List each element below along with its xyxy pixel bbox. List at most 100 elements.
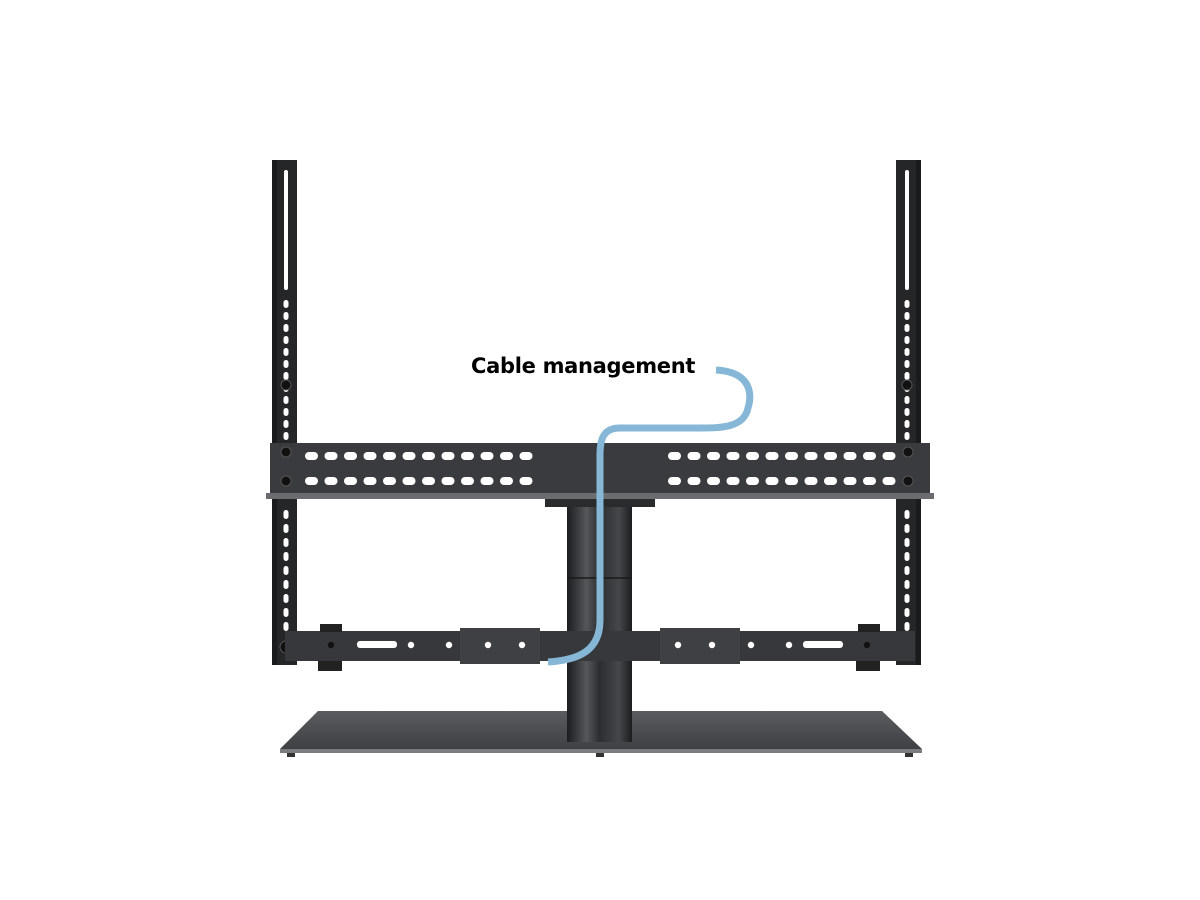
mounting-hole (422, 477, 435, 485)
lower-bar-hole (674, 641, 682, 649)
mounting-hole (402, 452, 416, 460)
base-plate (280, 711, 922, 757)
mounting-hole (324, 477, 338, 485)
mounting-hole (726, 452, 740, 460)
mounting-hole (344, 452, 357, 460)
upright-hole (283, 608, 289, 617)
cable-management-label: Cable management (471, 354, 696, 378)
upright-hole (904, 566, 910, 575)
bolt (901, 379, 913, 391)
mounting-hole (461, 477, 474, 485)
upright-hole (904, 552, 910, 561)
mounting-hole (402, 477, 416, 485)
upright-hole (283, 336, 289, 344)
mounting-hole (804, 477, 818, 485)
upright-hole (904, 432, 910, 440)
lower-bar-hole (327, 641, 335, 649)
lower-bar-hole (747, 641, 755, 649)
upright-hole (904, 608, 910, 617)
upright-hole (904, 408, 910, 416)
mounting-hole (687, 452, 701, 460)
upright-hole (283, 510, 289, 519)
upright-hole (904, 594, 910, 603)
mounting-hole (843, 452, 857, 460)
mounting-hole (480, 452, 494, 460)
mounting-hole (863, 452, 876, 460)
upright-hole (283, 348, 289, 356)
mounting-hole (804, 452, 818, 460)
lower-bar-hole (484, 641, 492, 649)
upright-hole (904, 510, 910, 519)
mounting-hole (344, 477, 357, 485)
bolt (902, 446, 914, 458)
mounting-hole (785, 452, 798, 460)
mounting-hole (746, 452, 759, 460)
mounting-hole (882, 477, 896, 485)
mounting-hole (668, 452, 681, 460)
upright-slot (284, 170, 288, 290)
mounting-hole (707, 452, 720, 460)
upright-hole (904, 372, 910, 380)
mounting-hole (500, 477, 513, 485)
mounting-hole (824, 477, 837, 485)
upright-hole (283, 538, 289, 547)
upright-hole (904, 360, 910, 368)
lower-bar-hole (518, 641, 526, 649)
upright-hole (904, 336, 910, 344)
right-upright (896, 160, 921, 665)
upright-hole (904, 420, 910, 428)
upright-hole (283, 524, 289, 533)
upright-hole (283, 580, 289, 589)
mounting-hole (863, 477, 876, 485)
mounting-hole (785, 477, 798, 485)
upright-hole (904, 312, 910, 320)
upright-hole (283, 372, 289, 380)
bolt (280, 379, 292, 391)
mounting-hole (305, 452, 318, 460)
mounting-hole (519, 477, 533, 485)
upright-hole (904, 348, 910, 356)
lower-bar-hole (708, 641, 716, 649)
mounting-hole (707, 477, 720, 485)
upright-slot (905, 170, 909, 290)
upright-hole (904, 580, 910, 589)
mounting-hole (765, 452, 779, 460)
upright-hole (283, 594, 289, 603)
mounting-hole (383, 477, 396, 485)
mounting-hole (422, 452, 435, 460)
upright-hole (283, 566, 289, 575)
upright-hole (283, 622, 289, 631)
upright-hole (904, 538, 910, 547)
upright-hole (283, 552, 289, 561)
upright-hole (283, 396, 289, 404)
lower-bar-hole (407, 641, 415, 649)
mounting-hole (746, 477, 759, 485)
upright-hole (283, 408, 289, 416)
upright-hole (283, 360, 289, 368)
mounting-hole (363, 452, 377, 460)
bolt (280, 446, 292, 458)
mounting-hole (687, 477, 701, 485)
mounting-hole (882, 452, 896, 460)
upright-hole (904, 622, 910, 631)
mounting-hole (441, 477, 455, 485)
upright-hole (283, 312, 289, 320)
lower-bar-hole (445, 641, 453, 649)
lower-bar-hole (863, 641, 871, 649)
upright-hole (904, 396, 910, 404)
upright-hole (283, 420, 289, 428)
mounting-hole (480, 477, 494, 485)
mounting-hole (500, 452, 513, 460)
mounting-hole (363, 477, 377, 485)
cable-path (547, 366, 754, 666)
mounting-hole (765, 477, 779, 485)
lower-bar-hole (785, 641, 793, 649)
mounting-hole (383, 452, 396, 460)
upright-hole (283, 432, 289, 440)
mounting-hole (461, 452, 474, 460)
upright-hole (904, 324, 910, 332)
mounting-hole (519, 452, 533, 460)
bolt (280, 475, 292, 487)
bolt (902, 475, 914, 487)
